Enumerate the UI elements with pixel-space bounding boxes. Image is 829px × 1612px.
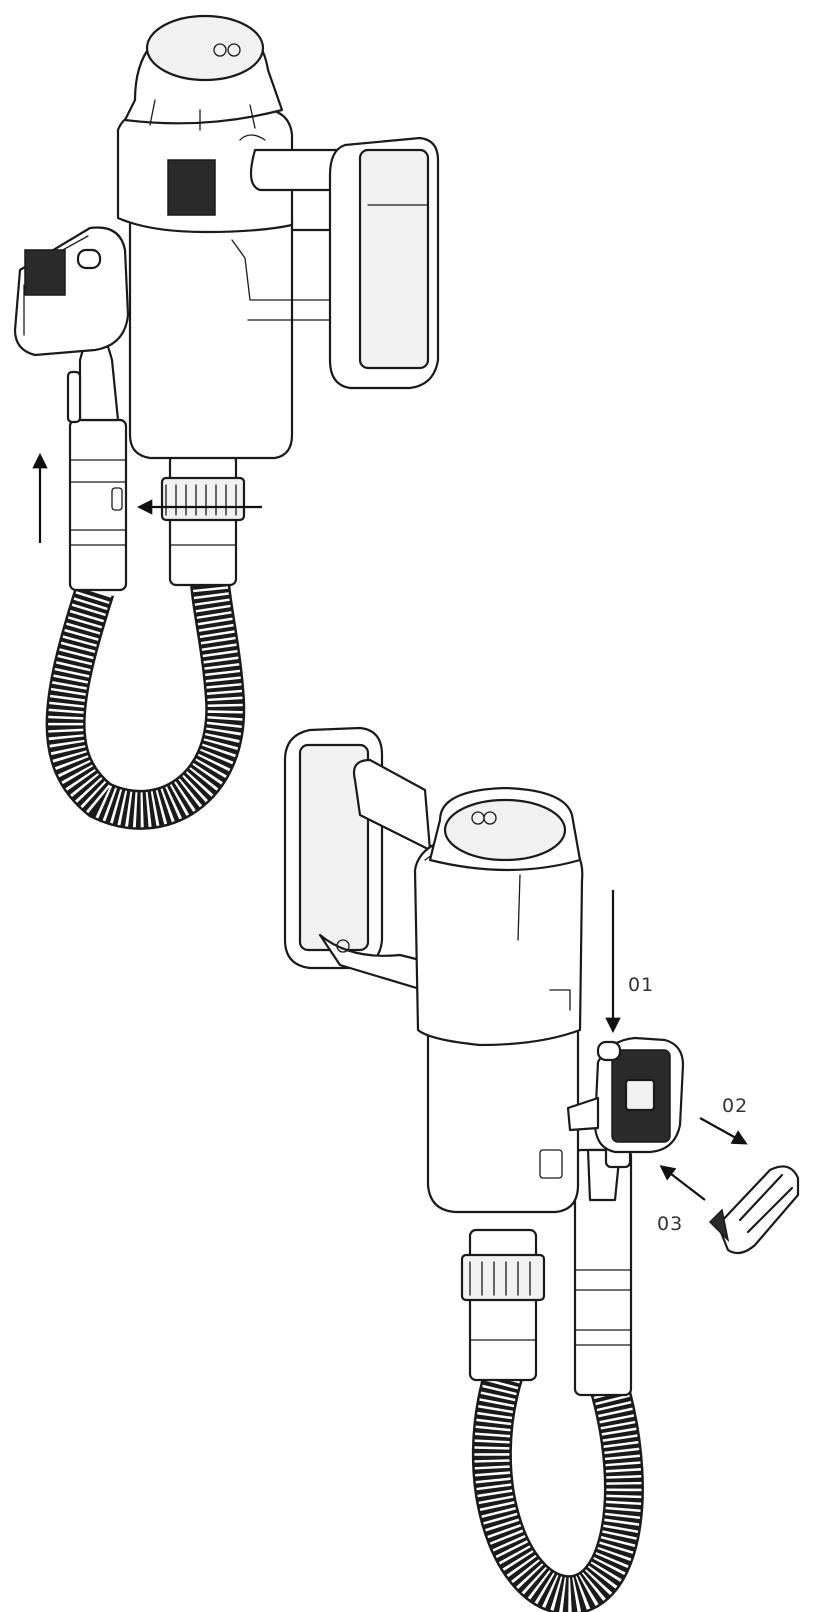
step-label-02: 02 xyxy=(722,1095,748,1117)
arrow-diagonal-in-icon xyxy=(659,1165,706,1201)
upper-right-tube xyxy=(160,453,246,587)
arrow-diagonal-out-icon xyxy=(699,1117,748,1145)
step-label-03: 03 xyxy=(657,1213,683,1235)
lower-hose xyxy=(471,1363,644,1612)
lower-left-tube xyxy=(460,1228,546,1382)
lower-vacuum-illustration xyxy=(283,726,800,1612)
upper-main-body xyxy=(116,14,440,460)
upper-hose xyxy=(45,579,246,830)
upper-brush-head xyxy=(13,226,130,357)
detached-brush-cover xyxy=(708,1165,800,1255)
lower-handle xyxy=(283,726,442,997)
lower-right-tube xyxy=(573,1143,633,1397)
lower-main-body xyxy=(413,786,584,1214)
upper-vacuum-illustration xyxy=(13,14,440,830)
upper-left-tube xyxy=(66,328,128,592)
lower-brush-attachment xyxy=(566,1036,685,1154)
step-label-01: 01 xyxy=(628,974,654,996)
